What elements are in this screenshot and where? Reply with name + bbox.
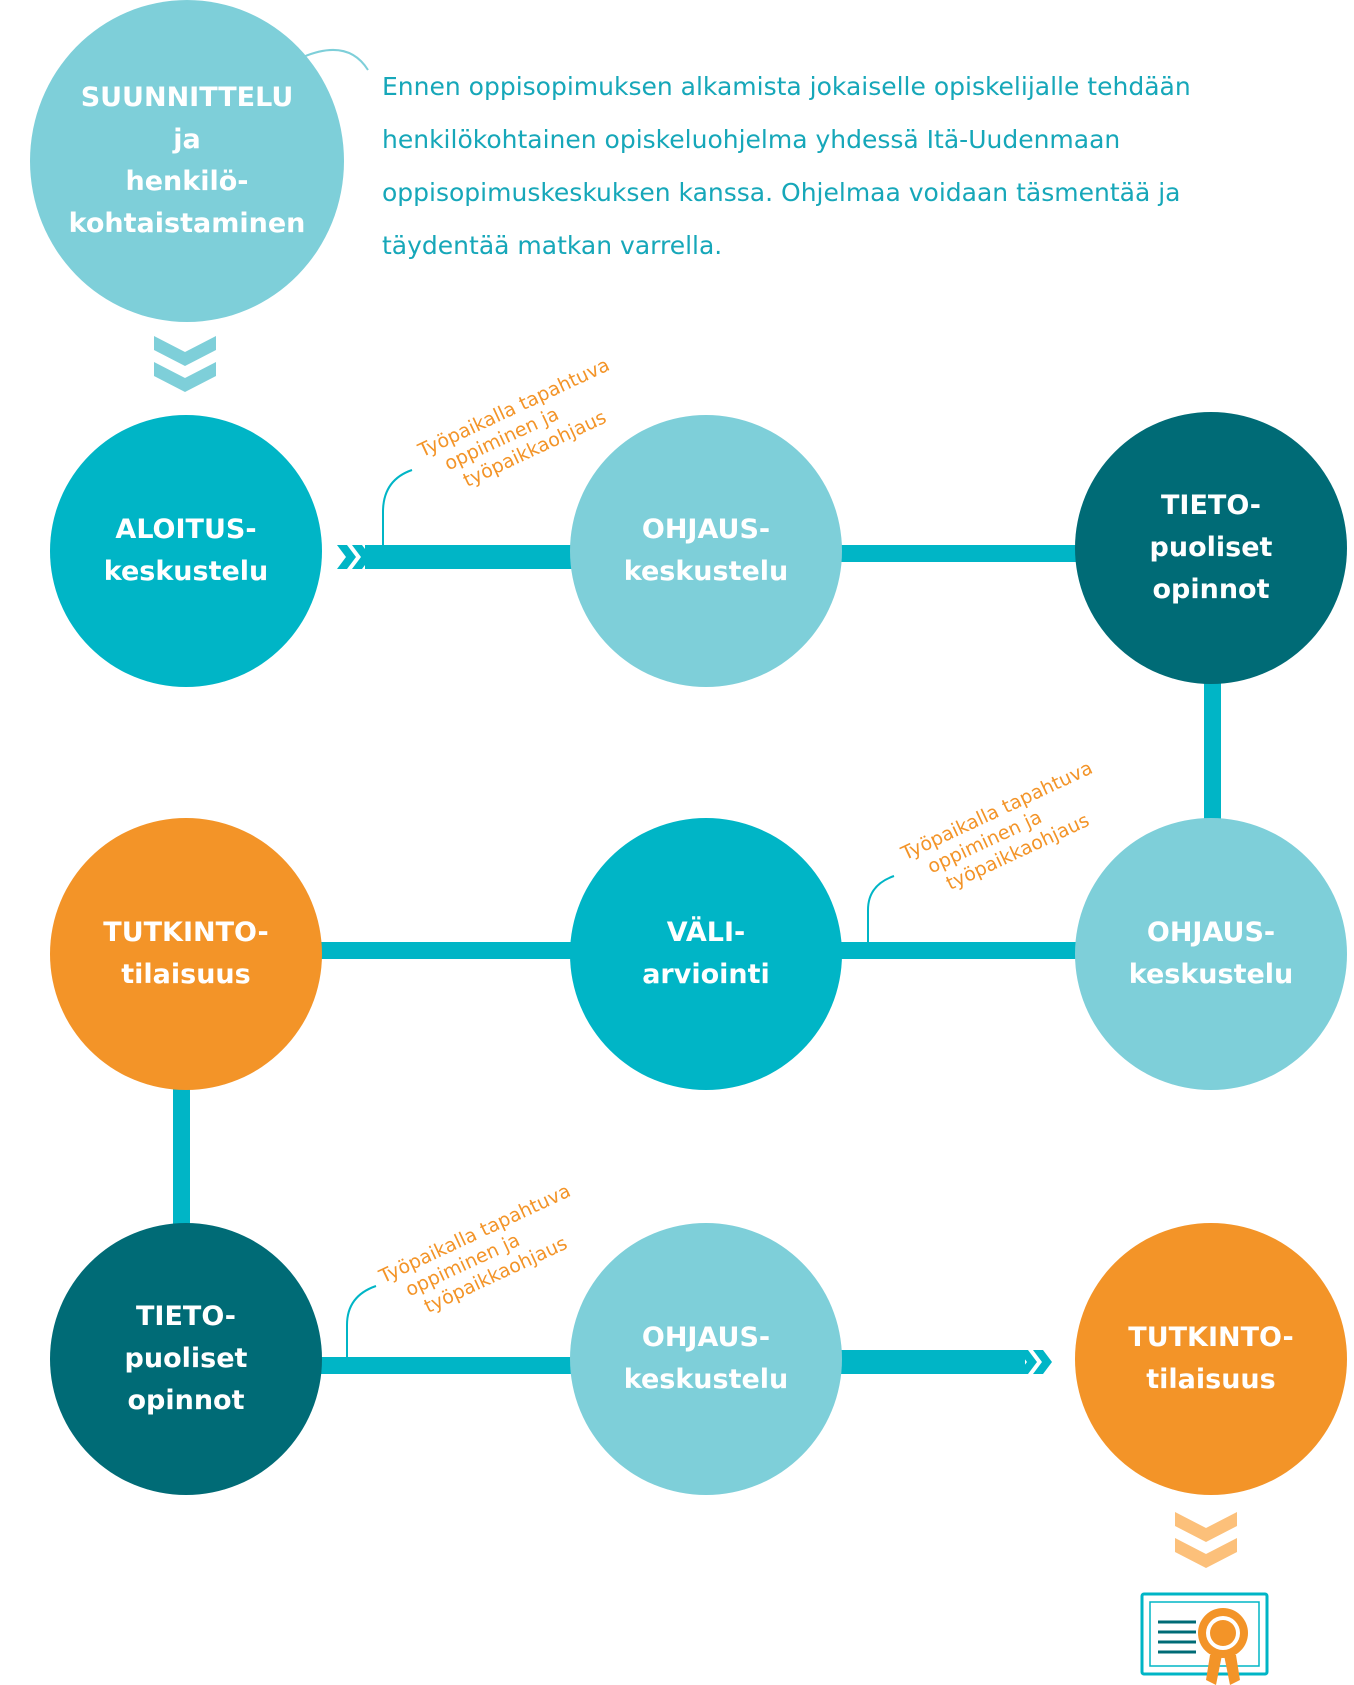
connector-theory-to-guidance2 xyxy=(1204,680,1221,826)
node-guidance-3: OHJAUS- keskustelu xyxy=(570,1223,842,1495)
node-line: SUUNNITTELU xyxy=(80,82,294,113)
node-line: kohtaistaminen xyxy=(68,208,306,239)
node-line: ALOITUS- xyxy=(115,514,257,545)
node-theory-1: TIETO- puoliset opinnot xyxy=(1075,412,1347,684)
node-line: OHJAUS- xyxy=(641,514,771,545)
double-chevron-right-icon xyxy=(1018,1350,1052,1374)
node-line: ja xyxy=(173,124,201,155)
intro-callout-line xyxy=(302,49,369,71)
node-planning: SUUNNITTELU ja henkilö- kohtaistaminen xyxy=(30,0,344,322)
node-line: opinnot xyxy=(127,1385,245,1416)
node-line: keskustelu xyxy=(1128,959,1294,990)
node-line: TUTKINTO- xyxy=(1128,1322,1294,1353)
node-line: tilaisuus xyxy=(1146,1364,1276,1395)
connector-exam-to-theory2 xyxy=(173,1080,190,1226)
node-line: puoliset xyxy=(1149,532,1273,563)
connector-mid-to-exam xyxy=(318,942,578,959)
node-line: keskustelu xyxy=(623,1364,789,1395)
double-chevron-down-icon xyxy=(154,336,216,392)
node-line: henkilö- xyxy=(125,166,249,197)
node-exam-2: TUTKINTO- tilaisuus xyxy=(1075,1223,1347,1495)
node-line: tilaisuus xyxy=(121,959,251,990)
node-exam-1: TUTKINTO- tilaisuus xyxy=(50,818,322,1090)
node-line: VÄLI- xyxy=(666,917,746,948)
connector-guidance3-to-exam2 xyxy=(838,1350,1025,1374)
node-line: TIETO- xyxy=(136,1301,236,1332)
node-line: OHJAUS- xyxy=(641,1322,771,1353)
connector-theory2-to-guidance3 xyxy=(318,1357,578,1374)
note-hook-3 xyxy=(346,1285,377,1357)
connector-guidance2-to-mid xyxy=(838,942,1078,959)
connector-start-to-guidance xyxy=(365,545,575,569)
intro-line: henkilökohtainen opiskeluohjelma yhdessä… xyxy=(382,125,1121,154)
certificate-icon xyxy=(1140,1592,1269,1685)
node-line: OHJAUS- xyxy=(1146,917,1276,948)
intro-line: oppisopimuskeskuksen kanssa. Ohjelmaa vo… xyxy=(382,178,1181,207)
intro-text: Ennen oppisopimuksen alkamista jokaisell… xyxy=(382,60,1332,272)
intro-line: täydentää matkan varrella. xyxy=(382,231,723,260)
double-chevron-right-icon xyxy=(337,545,371,569)
node-line: TUTKINTO- xyxy=(103,917,269,948)
double-chevron-down-icon xyxy=(1175,1512,1237,1568)
connector-guidance-to-theory xyxy=(838,545,1078,562)
node-start-discussion: ALOITUS- keskustelu xyxy=(50,415,322,687)
node-line: TIETO- xyxy=(1161,490,1261,521)
node-guidance-1: OHJAUS- keskustelu xyxy=(570,415,842,687)
node-guidance-2: OHJAUS- keskustelu xyxy=(1075,818,1347,1090)
node-line: keskustelu xyxy=(103,556,269,587)
node-line: keskustelu xyxy=(623,556,789,587)
node-mid-evaluation: VÄLI- arviointi xyxy=(570,818,842,1090)
intro-line: Ennen oppisopimuksen alkamista jokaisell… xyxy=(382,72,1191,101)
note-hook-1 xyxy=(382,469,413,545)
node-theory-2: TIETO- puoliset opinnot xyxy=(50,1223,322,1495)
node-line: puoliset xyxy=(124,1343,248,1374)
node-line: arviointi xyxy=(642,959,770,990)
node-line: opinnot xyxy=(1152,574,1270,605)
note-hook-2 xyxy=(867,875,895,942)
